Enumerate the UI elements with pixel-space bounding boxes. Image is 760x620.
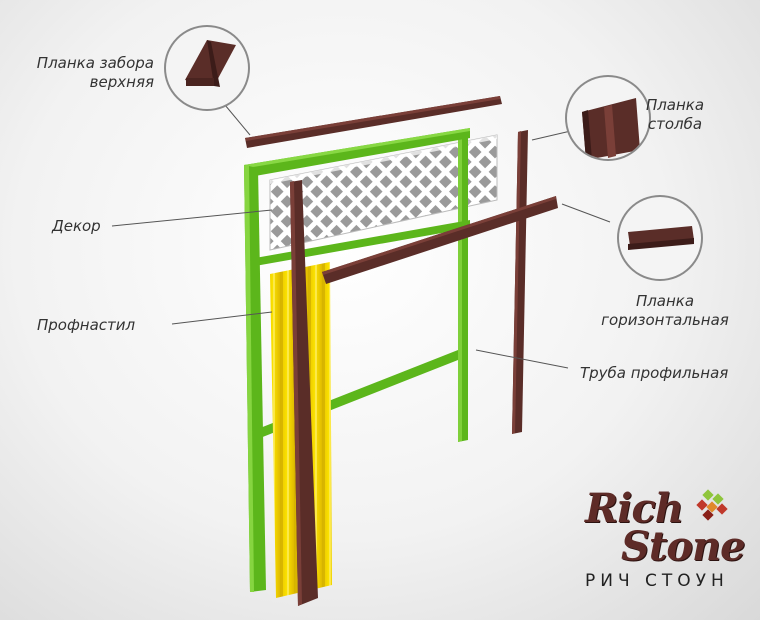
label-post-plank-line2: столба bbox=[647, 115, 703, 133]
logo-word-rich: Rich bbox=[585, 485, 684, 532]
brown-planks bbox=[245, 96, 558, 606]
leader-lines bbox=[111, 104, 611, 369]
richstone-logo: Rich Stone РИЧ СТОУН bbox=[585, 485, 746, 595]
label-horizontal-plank-line1: Планка bbox=[635, 292, 695, 310]
label-top-plank-line2: верхняя bbox=[89, 73, 154, 91]
logo-subtitle: РИЧ СТОУН bbox=[585, 571, 729, 591]
logo-word-stone: Stone bbox=[621, 523, 746, 570]
label-top-plank-line1: Планка забора bbox=[36, 54, 154, 72]
logo-diamond-mark bbox=[696, 489, 728, 521]
leader-profile-pipe bbox=[475, 349, 569, 369]
label-post-plank-line1: Планка bbox=[645, 96, 705, 114]
leader-horizontal-plank bbox=[561, 203, 611, 223]
zoom-top-plank bbox=[164, 25, 250, 111]
label-top-plank: Планка забора верхняя bbox=[20, 54, 154, 92]
leader-decor bbox=[111, 209, 273, 227]
label-post-plank: Планка столба bbox=[640, 96, 710, 134]
label-decor: Декор bbox=[52, 217, 101, 235]
label-horizontal-plank: Планка горизонтальная bbox=[590, 292, 740, 330]
label-horizontal-plank-line2: горизонтальная bbox=[601, 311, 729, 329]
zoom-post-plank bbox=[565, 75, 651, 161]
leader-top-plank bbox=[224, 104, 251, 136]
label-profile-pipe: Труба профильная bbox=[580, 364, 729, 382]
label-profnastil: Профнастил bbox=[37, 316, 136, 334]
decor-lattice bbox=[269, 134, 498, 251]
leader-profnastil bbox=[171, 311, 273, 325]
zoom-horizontal-plank bbox=[617, 195, 703, 281]
